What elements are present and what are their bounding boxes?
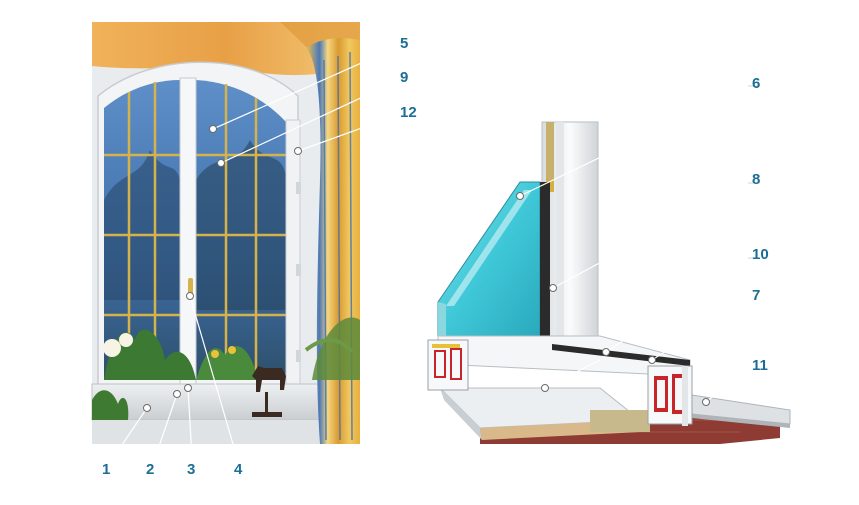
window-sill	[91, 383, 337, 421]
callout-label-4: 4	[234, 461, 243, 478]
callout-label-1: 1	[102, 461, 111, 478]
callout-label-8: 8	[752, 171, 761, 188]
callout-label-7: 7	[752, 287, 761, 304]
callout-point-5	[209, 125, 217, 133]
callout-label-5: 5	[400, 35, 409, 52]
callout-point-1	[143, 404, 151, 412]
central-mullion	[179, 77, 197, 385]
callout-point-11	[702, 398, 710, 406]
callout-label-9: 9	[400, 69, 409, 86]
callout-label-2: 2	[146, 461, 155, 478]
callout-point-7	[648, 356, 656, 364]
callout-point-3	[184, 384, 192, 392]
callout-points	[143, 125, 710, 412]
glass-unit	[437, 181, 541, 337]
profile-section-left	[427, 339, 469, 391]
seal-strip	[540, 182, 550, 342]
cutaway-section	[427, 121, 791, 444]
callout-point-12	[294, 147, 302, 155]
callout-label-12: 12	[400, 104, 417, 121]
callout-point-10	[602, 348, 610, 356]
top-drapery	[92, 22, 360, 76]
window-photo	[91, 22, 360, 444]
callout-point-2	[173, 390, 181, 398]
callout-point-9	[217, 159, 225, 167]
callout-label-6: 6	[752, 75, 761, 92]
callout-point-4	[186, 292, 194, 300]
callout-point-board	[541, 384, 549, 392]
profile-section-right	[647, 365, 693, 426]
horse-figurine	[252, 366, 286, 417]
callout-label-3: 3	[187, 461, 196, 478]
insulation	[590, 410, 650, 432]
callout-label-11: 11	[752, 357, 768, 374]
callout-label-10: 10	[752, 246, 769, 263]
callout-point-8	[549, 284, 557, 292]
glazing-bars	[104, 82, 286, 380]
callout-point-6	[516, 192, 524, 200]
leader-lines	[112, 47, 749, 459]
